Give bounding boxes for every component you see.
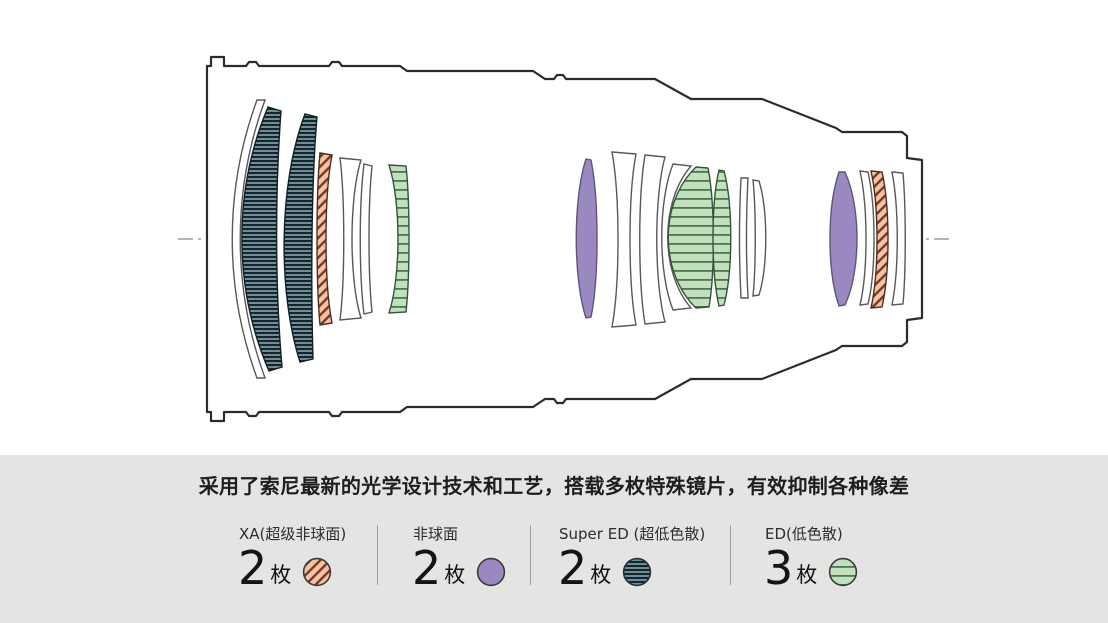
lens-element-11-standard [661, 163, 693, 311]
lens-element-1-standard [231, 99, 267, 379]
lens-element-19-standard [891, 171, 906, 306]
legend-divider [530, 525, 531, 585]
lens-element-14-standard [738, 177, 749, 299]
legend-divider [377, 525, 378, 585]
legend-item-xa: XA(超级非球面) 2 枚 [238, 523, 347, 595]
lens-element-4-xa [316, 152, 333, 326]
lens-element-18-xa [870, 170, 889, 309]
super-ed-swatch-icon [623, 557, 652, 586]
legend-item-super-ed: Super ED (超低色散) 2 枚 [558, 523, 706, 595]
lens-element-9-standard [611, 151, 637, 328]
legend-unit-ed: 枚 [796, 562, 818, 587]
lens-element-12-ed [667, 166, 715, 309]
legend-count-super-ed: 2 [558, 541, 588, 595]
lens-element-7-ed [388, 164, 410, 314]
lens-element-6-standard [359, 163, 373, 315]
lens-diagram [178, 55, 952, 423]
legend-count-ed: 3 [764, 541, 794, 595]
lens-element-13-ed [712, 169, 732, 307]
legend-unit-aspherical: 枚 [444, 562, 466, 587]
legend-label-ed: ED(低色散) [765, 525, 843, 543]
lens-element-8-aspherical [575, 158, 598, 319]
lens-element-10-standard [639, 154, 666, 325]
lens-element-5-standard [339, 157, 362, 321]
info-panel: 采用了索尼最新的光学设计技术和工艺，搭载多枚特殊镜片，有效抑制各种像差 XA(超… [0, 455, 1108, 623]
lens-element-17-standard [859, 170, 875, 306]
lens-barrel-outline [205, 55, 924, 423]
caption-text: 采用了索尼最新的光学设计技术和工艺，搭载多枚特殊镜片，有效抑制各种像差 [198, 474, 910, 498]
legend-divider [730, 525, 731, 585]
ed-swatch-icon [829, 557, 858, 586]
legend-label-aspherical: 非球面 [413, 525, 459, 543]
lens-element-15-standard [752, 179, 767, 297]
xa-swatch-icon [303, 557, 332, 586]
legend-item-ed: ED(低色散) 3 枚 [764, 523, 858, 595]
legend-item-aspherical: 非球面 2 枚 [412, 523, 506, 595]
lens-element-16-aspherical [829, 171, 858, 307]
legend-count-aspherical: 2 [412, 541, 442, 595]
lens-element-2-super-ed [241, 106, 283, 372]
legend-unit-super-ed: 枚 [590, 562, 612, 587]
lens-element-3-super-ed [283, 113, 318, 363]
legend-label-xa: XA(超级非球面) [239, 525, 347, 543]
legend-count-xa: 2 [238, 541, 268, 595]
legend-label-super-ed: Super ED (超低色散) [559, 525, 706, 543]
aspherical-swatch-icon [477, 557, 506, 586]
legend-unit-xa: 枚 [270, 562, 292, 587]
